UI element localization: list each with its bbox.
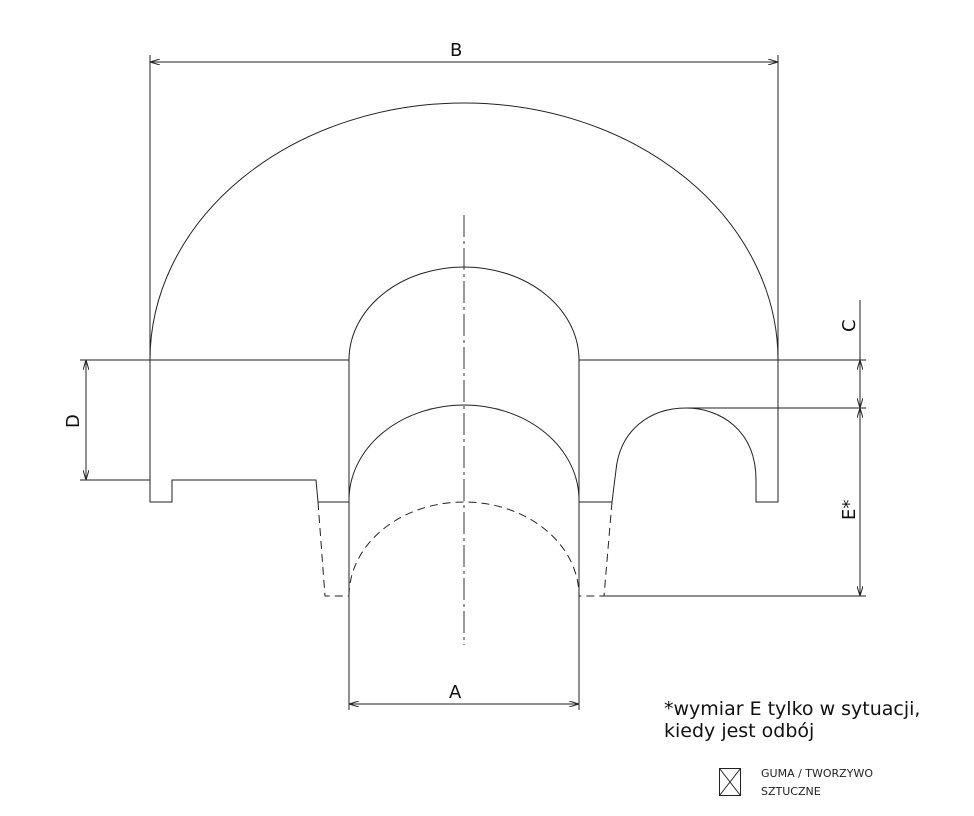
note-line-2: kiedy jest odbój xyxy=(664,720,815,742)
dim-label-d: D xyxy=(63,414,84,428)
hatch-cross-icon xyxy=(719,768,741,796)
legend-label: GUMA / TWORZYWO SZTUCZNE xyxy=(761,765,873,801)
right-section-hatched xyxy=(578,359,779,503)
left-section-hatched xyxy=(149,359,350,503)
legend-line-1: GUMA / TWORZYWO xyxy=(761,767,873,780)
left-taper-hidden xyxy=(317,501,349,597)
inner-arc-middle xyxy=(348,404,580,501)
dim-label-c: C xyxy=(839,319,860,332)
inner-arc-bottom-hidden xyxy=(348,501,580,597)
outer-arc xyxy=(149,102,779,361)
dim-label-a: A xyxy=(449,682,462,703)
dimension-note: *wymiar E tylko w sytuacji, kiedy jest o… xyxy=(664,698,920,742)
legend-line-2: SZTUCZNE xyxy=(761,785,821,798)
right-taper-hidden xyxy=(579,501,613,597)
dim-label-e: E* xyxy=(839,500,860,520)
inner-arc-top xyxy=(348,266,580,361)
dim-label-b: B xyxy=(450,40,462,61)
note-line-1: *wymiar E tylko w sytuacji, xyxy=(664,698,921,720)
